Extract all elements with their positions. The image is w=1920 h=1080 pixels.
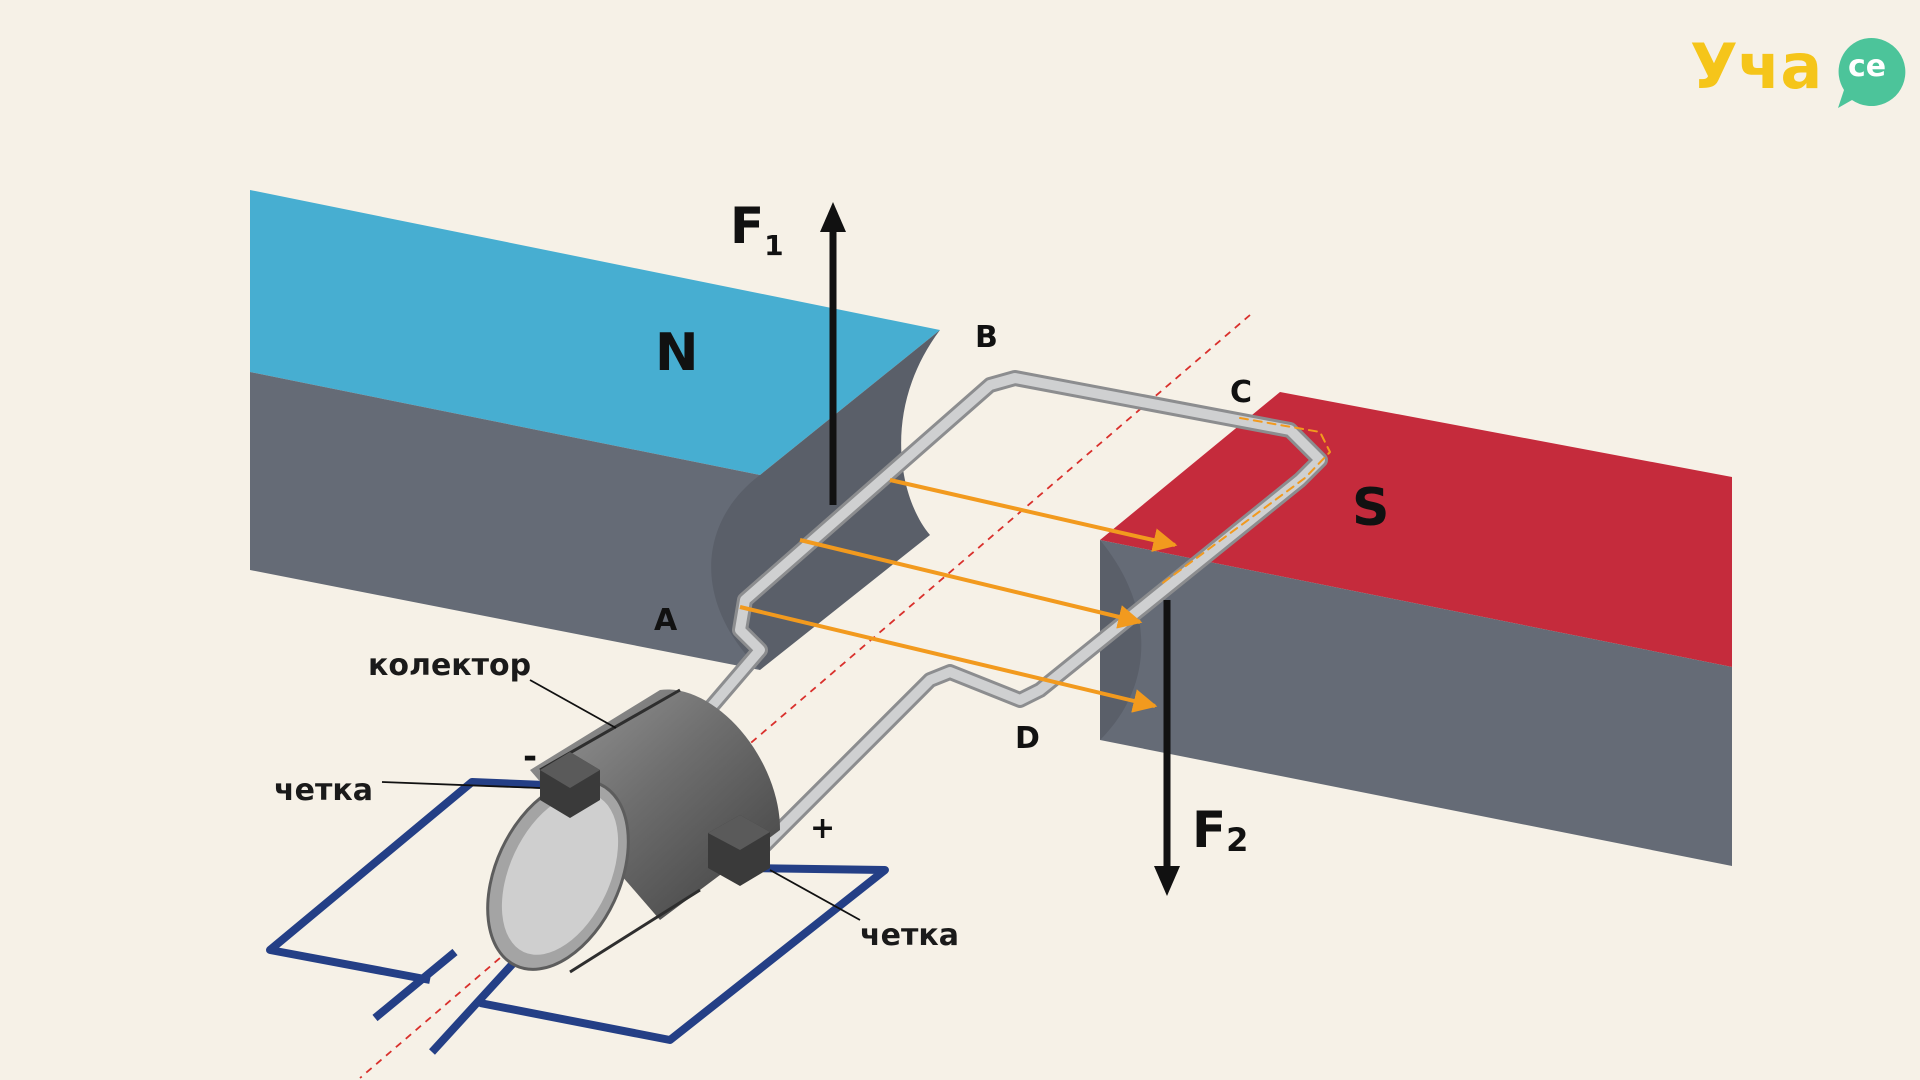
minus-sign: - [523,737,537,777]
magnetic-field-lines [739,478,1178,713]
force-f2-main: F [1192,801,1226,859]
force-f1-sub: 1 [764,229,783,262]
logo-badge-shape [1838,38,1906,108]
force-f1 [820,202,846,505]
point-b-label: B [975,320,998,355]
south-pole-face [1100,540,1142,740]
point-a-label: A [654,603,678,638]
brush-left-label: четка [274,773,373,808]
brush-left [540,752,600,818]
north-pole-label: N [655,323,699,383]
force-f1-label: F1 [730,197,784,262]
south-magnet [1100,392,1732,866]
logo-badge-text: се [1848,49,1886,84]
battery-positive-plate [429,955,521,1055]
plus-sign: + [810,811,835,846]
point-c-label: C [1230,375,1252,410]
south-magnet-side [1100,540,1732,866]
point-d-label: D [1015,721,1040,756]
armature-loop [692,370,1331,858]
logo-text: Уча [1690,30,1822,103]
brush-right-label: четка [860,918,959,953]
brush-right [708,815,770,886]
collector-leader-line [529,679,617,729]
brush-left-leader-line [381,781,541,789]
force-f2 [1154,600,1180,896]
south-pole-label: S [1352,478,1389,538]
collector-label: колектор [368,648,531,683]
field-arrow-2 [799,538,1143,629]
force-f1-main: F [730,197,764,255]
field-arrow-3 [739,605,1158,713]
force-f2-sub: 2 [1226,821,1248,859]
north-magnet-side [250,372,760,670]
south-magnet-top [1100,392,1732,667]
brush-right-leader-line [769,869,861,921]
force-f2-label: F2 [1192,801,1248,859]
north-magnet-top [250,190,940,475]
external-circuit [266,778,889,1055]
battery-negative-plate [372,948,458,1022]
brand-logo: Уча се [1690,30,1906,108]
field-arrow-1 [889,478,1178,552]
